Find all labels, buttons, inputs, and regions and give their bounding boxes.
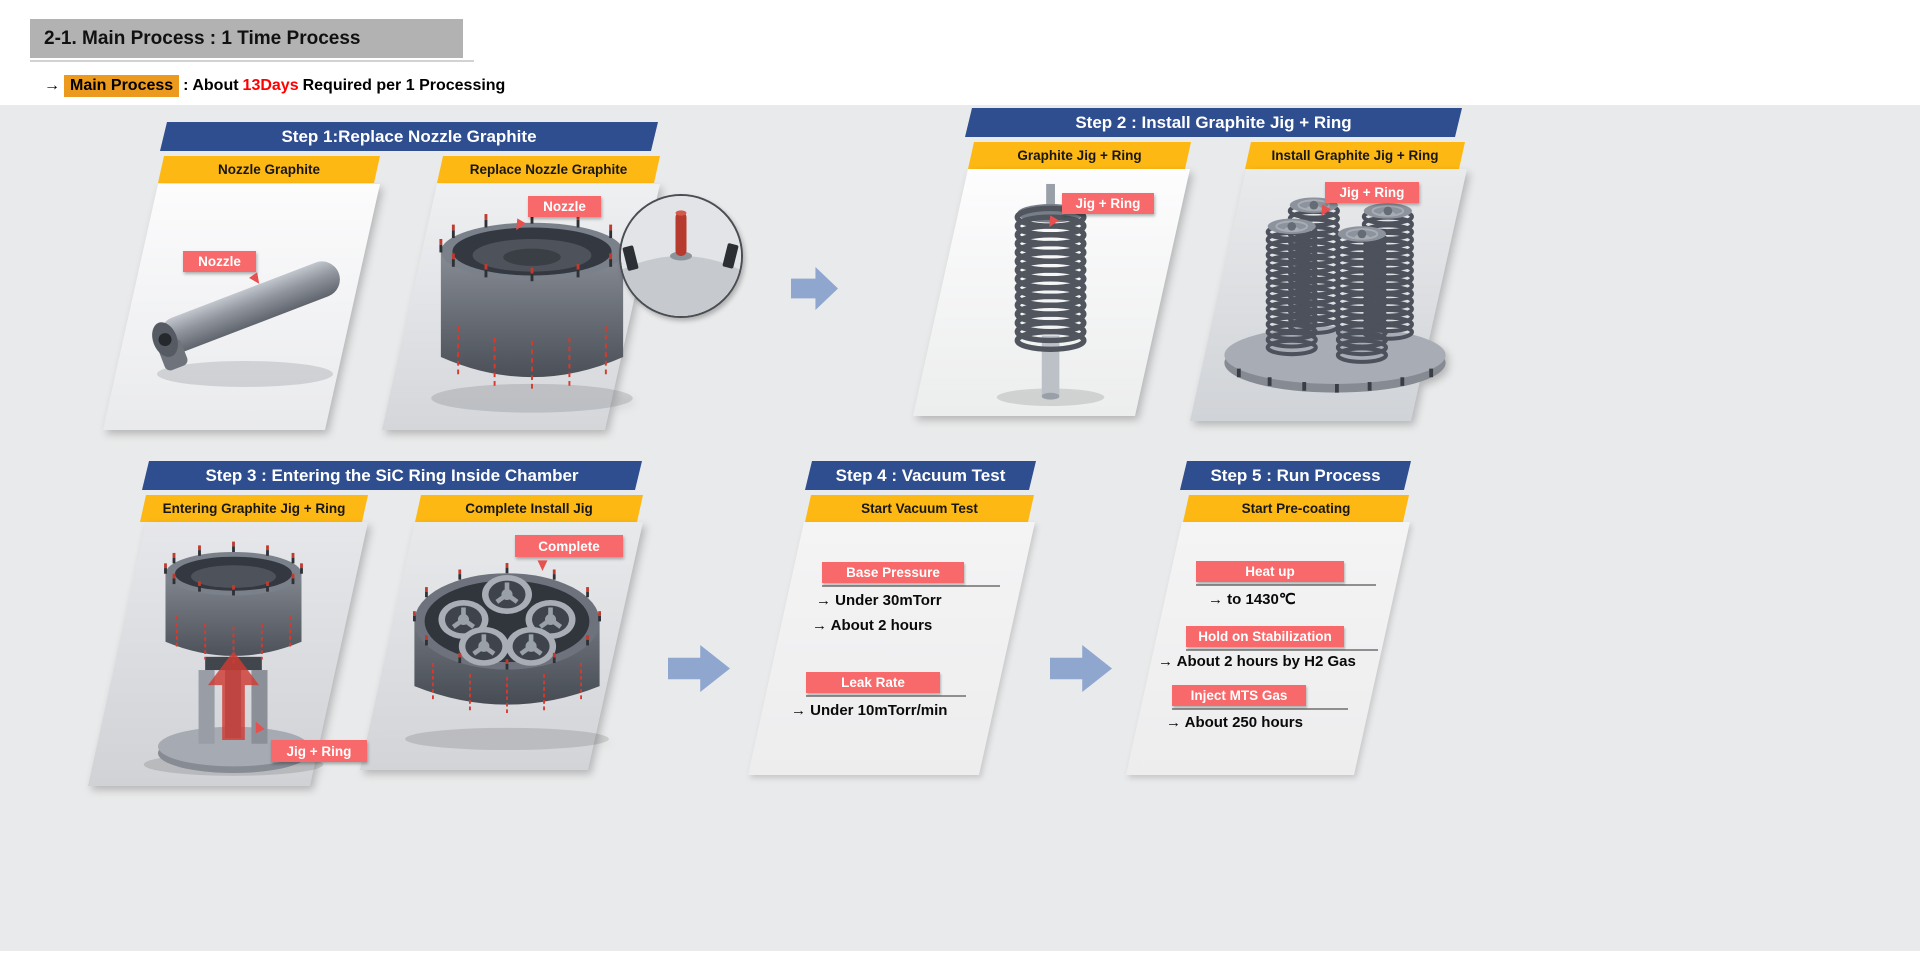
step2-title-bar: Step 2 : Install Graphite Jig + Ring [965, 108, 1462, 137]
step1-panel2-label: Nozzle [528, 196, 601, 217]
hold-stabilization-badge: Hold on Stabilization [1186, 626, 1378, 651]
inject-mts-badge: Inject MTS Gas [1172, 685, 1348, 710]
page-title-text: 2-1. Main Process : 1 Time Process [44, 27, 361, 49]
step4-panel-header: Start Vacuum Test [805, 495, 1034, 522]
complete-install-render [405, 563, 609, 751]
step2-panel1-label: Jig + Ring [1062, 193, 1154, 214]
step4-title-bar: Step 4 : Vacuum Test [805, 461, 1036, 490]
step3-panel2-header: Complete Install Jig [415, 495, 643, 522]
days-required: 13Days [242, 77, 299, 94]
step2-title: Step 2 : Install Graphite Jig + Ring [1075, 112, 1352, 132]
run-process-item: → About 2 hours by H2 Gas [1158, 653, 1356, 670]
page-title: 2-1. Main Process : 1 Time Process [30, 19, 463, 58]
installed-jigs-render [1224, 177, 1446, 393]
vacuum-test-item: → About 2 hours [812, 617, 933, 634]
step5-panel-header: Start Pre-coating [1183, 495, 1409, 522]
step2-panel2 [1190, 169, 1467, 421]
step4-panel [748, 522, 1035, 775]
step1-title: Step 1:Replace Nozzle Graphite [281, 126, 537, 146]
step1-title-bar: Step 1:Replace Nozzle Graphite [160, 122, 658, 151]
step2-panel2-header: Install Graphite Jig + Ring [1245, 142, 1465, 169]
leader-arrow-icon [537, 560, 548, 571]
heat-up-badge: Heat up [1196, 561, 1376, 586]
subtitle-rest: Required per 1 Processing [302, 77, 506, 94]
step3-title-bar: Step 3 : Entering the SiC Ring Inside Ch… [142, 461, 642, 490]
vacuum-test-item: → Under 10mTorr/min [791, 702, 948, 719]
subtitle: →Main Process : About 13Days Required pe… [44, 75, 505, 97]
step2-panel1-header: Graphite Jig + Ring [968, 142, 1191, 169]
nozzle-graphite-render [152, 261, 340, 387]
arrow-glyph: → [44, 77, 60, 94]
step1-panel1 [103, 184, 380, 430]
nozzle-zoom-render [621, 196, 741, 316]
step4-panel-bg [748, 522, 1035, 775]
run-process-item: → to 1430℃ [1208, 591, 1296, 608]
step3-panel2-label: Complete [515, 535, 623, 557]
leak-rate-badge: Leak Rate [806, 672, 966, 697]
entering-jig-render [143, 541, 324, 776]
replace-nozzle-chamber-render [431, 210, 633, 413]
step3-panel1-header: Entering Graphite Jig + Ring [140, 495, 368, 522]
title-underline [30, 60, 474, 62]
step3-panel2 [360, 522, 643, 770]
main-process-highlight: Main Process [64, 75, 180, 97]
step4-title: Step 4 : Vacuum Test [835, 465, 1006, 485]
step2-panel2-label: Jig + Ring [1325, 182, 1419, 203]
vacuum-test-item: → Under 30mTorr [816, 592, 942, 609]
step3-title: Step 3 : Entering the SiC Ring Inside Ch… [205, 465, 579, 485]
step3-panel1-label: Jig + Ring [271, 740, 367, 762]
step5-title-bar: Step 5 : Run Process [1180, 461, 1411, 490]
subtitle-mid: : About [183, 77, 239, 94]
base-pressure-badge: Base Pressure [822, 562, 1000, 587]
nozzle-zoom-inset [619, 194, 743, 318]
step1-panel1-label: Nozzle [183, 251, 256, 272]
step1-panel1-header: Nozzle Graphite [158, 156, 380, 183]
step1-panel2-header: Replace Nozzle Graphite [437, 156, 660, 183]
step5-title: Step 5 : Run Process [1210, 465, 1381, 485]
run-process-item: → About 250 hours [1166, 714, 1303, 731]
